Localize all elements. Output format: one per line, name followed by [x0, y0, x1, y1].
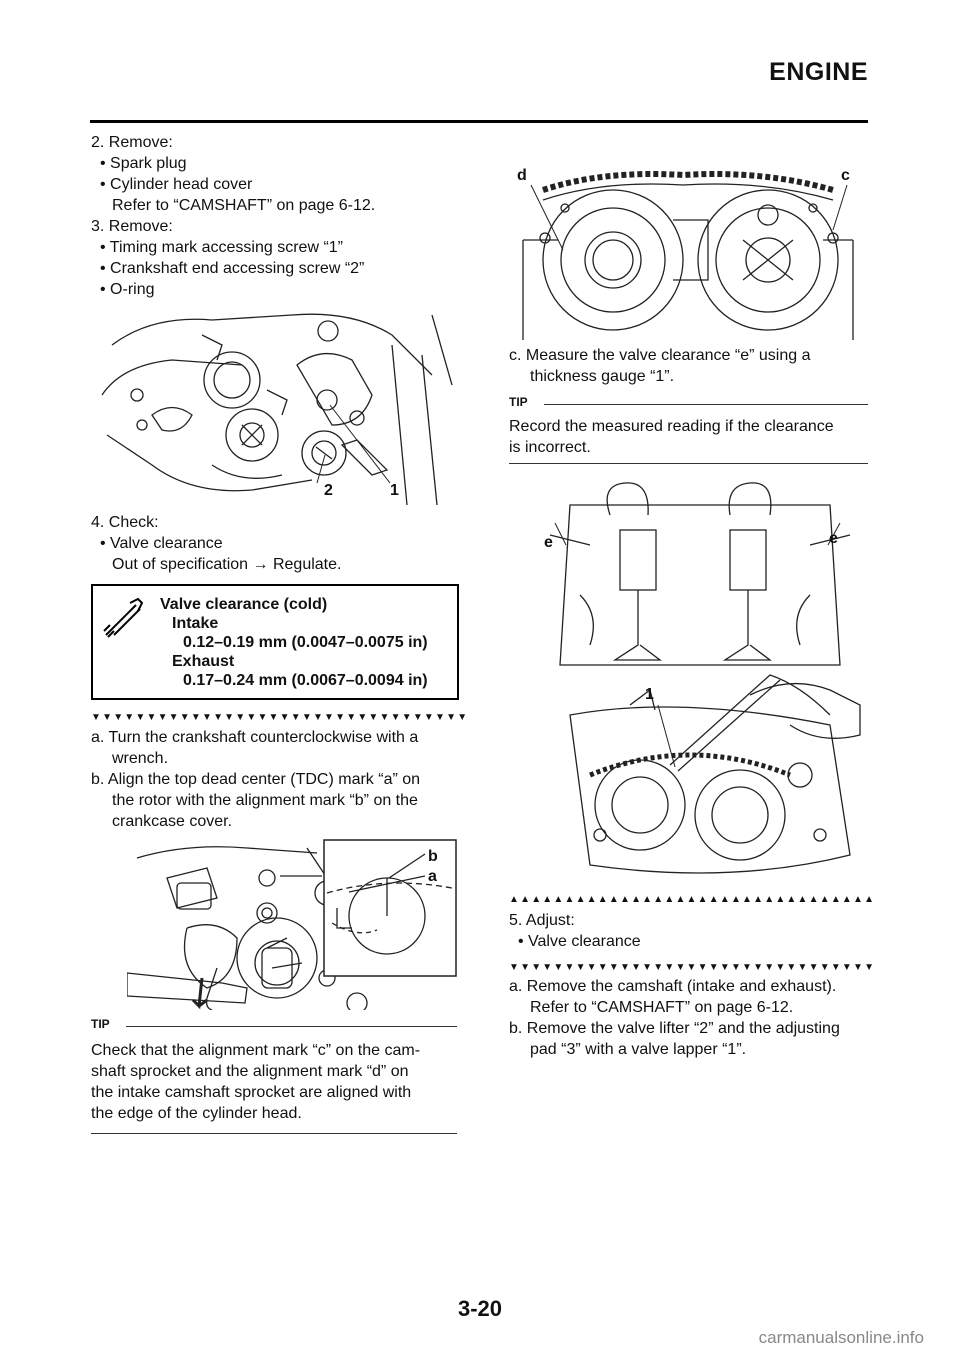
page-number: 3-20 — [457, 1296, 503, 1321]
step-5-item-1: • Valve clearance — [518, 933, 641, 950]
substep-b2-line-1: b. Remove the valve lifter “2” and the a… — [509, 1020, 840, 1037]
spec-box — [91, 584, 459, 700]
step-4-result: Out of specification → Regulate. — [112, 556, 342, 573]
step-3-label: 3. Remove: — [91, 218, 173, 235]
tip-left-line-4: the edge of the cylinder head. — [91, 1105, 302, 1122]
tip-label-right: TIP — [509, 395, 528, 409]
substep-c-line-1: c. Measure the valve clearance “e” using… — [509, 347, 811, 364]
fig3-callout-d: d — [517, 167, 527, 184]
step-3-item-2: • Crankshaft end accessing screw “2” — [100, 260, 365, 277]
tip-label-left: TIP — [91, 1017, 110, 1031]
step-3-item-3: • O-ring — [100, 281, 155, 298]
procedure-start-markers: ▼▼▼▼▼▼▼▼▼▼▼▼▼▼▼▼▼▼▼▼▼▼▼▼▼▼▼▼▼▼▼▼▼▼ — [91, 712, 469, 723]
tip-right-line-1: Record the measured reading if the clear… — [509, 418, 834, 435]
page-title: ENGINE — [769, 58, 868, 86]
substep-b-line-1: b. Align the top dead center (TDC) mark … — [91, 771, 421, 788]
fig2-callout-b: b — [428, 848, 438, 865]
tip-rule-bottom-left — [91, 1133, 457, 1134]
step-4-label: 4. Check: — [91, 514, 159, 531]
tip-right-line-2: is incorrect. — [509, 439, 591, 456]
procedure-end-markers: ▲▲▲▲▲▲▲▲▲▲▲▲▲▲▲▲▲▲▲▲▲▲▲▲▲▲▲▲▲▲▲▲▲ — [509, 894, 876, 905]
spec-intake-label: Intake — [172, 615, 219, 632]
tip-rule-top-right — [544, 404, 868, 405]
substep-a-line-1: a. Turn the crankshaft counterclockwise … — [91, 729, 419, 746]
fig1-callout-1: 1 — [390, 482, 399, 499]
substep-a2-line-1: a. Remove the camshaft (intake and exhau… — [509, 978, 837, 995]
tip-left-line-2: shaft sprocket and the alignment mark “d… — [91, 1063, 409, 1080]
tip-left-line-1: Check that the alignment mark “c” on the… — [91, 1042, 421, 1059]
fig3-callout-c: c — [841, 167, 850, 184]
substep-c-line-2: thickness gauge “1”. — [530, 368, 675, 385]
substep-b2-line-2: pad “3” with a valve lapper “1”. — [530, 1041, 747, 1058]
substep-b-line-2: the rotor with the alignment mark “b” on… — [112, 792, 418, 809]
step-2-item-1: • Spark plug — [100, 155, 187, 172]
substep-a2-line-2: Refer to “CAMSHAFT” on page 6-12. — [530, 999, 794, 1016]
substep-a-line-2: wrench. — [112, 750, 169, 767]
tip-rule-top-left — [126, 1026, 457, 1027]
spec-exhaust-label: Exhaust — [172, 653, 235, 670]
tip-rule-bottom-right — [509, 463, 868, 464]
step-4-item-1: • Valve clearance — [100, 535, 223, 552]
tip-left-line-3: the intake camshaft sprocket are aligned… — [91, 1084, 412, 1101]
spec-exhaust-value: 0.17–0.24 mm (0.0067–0.0094 in) — [183, 672, 428, 689]
header-rule — [90, 120, 868, 123]
procedure-start-markers-2: ▼▼▼▼▼▼▼▼▼▼▼▼▼▼▼▼▼▼▼▼▼▼▼▼▼▼▼▼▼▼▼▼▼ — [509, 962, 876, 973]
engine-side-figure — [101, 313, 453, 506]
watermark: carmanualsonline.info — [758, 1328, 924, 1347]
fig4-callout-e-left: e — [544, 534, 553, 551]
fig4-callout-e-right: e — [829, 530, 838, 547]
substep-b-line-3: crankcase cover. — [112, 813, 233, 830]
step-3-item-1: • Timing mark accessing screw “1” — [100, 239, 343, 256]
step-2-label: 2. Remove: — [91, 134, 173, 151]
fig1-callout-2: 2 — [324, 482, 333, 499]
valve-gauge-figure — [549, 482, 861, 874]
cam-sprocket-figure — [522, 171, 854, 340]
step-2-item-2: • Cylinder head cover — [100, 176, 253, 193]
fig4-callout-1: 1 — [645, 686, 654, 703]
tdc-alignment-figure — [127, 839, 457, 1010]
step-5-label: 5. Adjust: — [509, 912, 575, 929]
spec-title: Valve clearance (cold) — [160, 596, 328, 613]
fig2-callout-a: a — [428, 868, 437, 885]
caliper-icon — [103, 597, 144, 638]
spec-intake-value: 0.12–0.19 mm (0.0047–0.0075 in) — [183, 634, 428, 651]
step-2-ref: Refer to “CAMSHAFT” on page 6-12. — [112, 197, 376, 214]
